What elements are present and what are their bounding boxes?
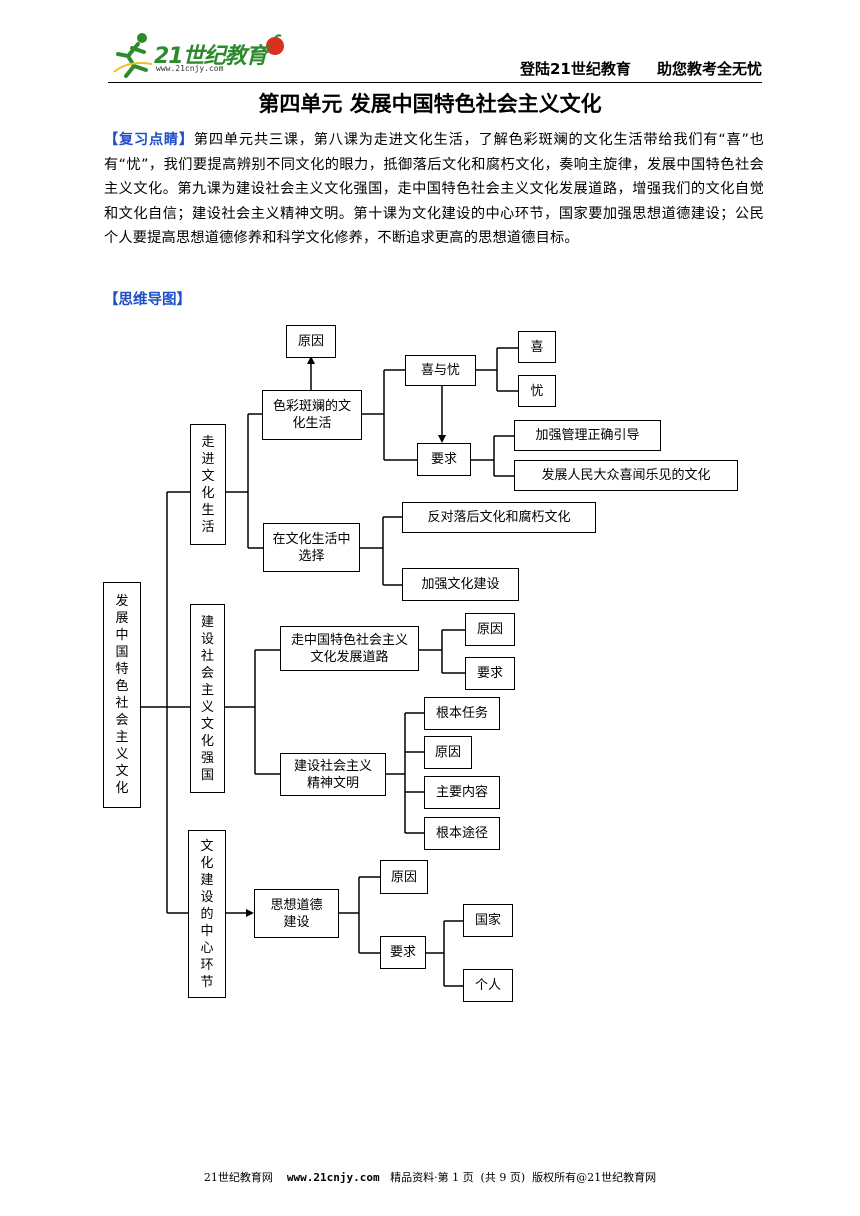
node-req1: 加强管理正确引导 (514, 420, 661, 451)
node-task: 根本任务 (424, 697, 500, 730)
node-unit9: 建设社会主义文化强国 (190, 604, 225, 793)
node-spiritual: 建设社会主义精神文明 (280, 753, 386, 796)
page-footer: 21世纪教育网 www.21cnjy.com 精品资料·第 1 页 (共 9 页… (0, 1169, 860, 1185)
slogan-left: 登陆21世纪教育 (519, 60, 631, 78)
apple-icon (266, 34, 284, 55)
logo-text: 21世纪教育 (154, 44, 268, 69)
footer-url[interactable]: www.21cnjy.com (286, 1171, 380, 1184)
node-joy: 喜 (518, 331, 556, 363)
header-divider (108, 82, 762, 83)
node-country: 国家 (463, 904, 513, 937)
node-oppose: 反对落后文化和腐朽文化 (402, 502, 596, 533)
runner-icon (113, 33, 153, 78)
review-text: 第四单元共三课，第八课为走进文化生活，了解色彩斑斓的文化生活带给我们有“喜”也有… (104, 132, 764, 246)
node-content: 主要内容 (424, 776, 500, 809)
review-paragraph: 【复习点睛】第四单元共三课，第八课为走进文化生活，了解色彩斑斓的文化生活带给我们… (104, 128, 764, 251)
node-root: 发展中国特色社会主义文化 (103, 582, 141, 808)
logo-url: www.21cnjy.com (156, 64, 224, 73)
node-unit8: 走进文化生活 (190, 424, 226, 545)
node-joy-worry: 喜与忧 (405, 355, 476, 386)
node-strengthen: 加强文化建设 (402, 568, 519, 601)
node-colorful-life: 色彩斑斓的文化生活 (262, 390, 362, 440)
node-moral-requirement: 要求 (380, 936, 426, 969)
node-requirement-top: 要求 (417, 443, 471, 476)
node-road-requirement: 要求 (465, 657, 515, 690)
node-choose: 在文化生活中选择 (263, 523, 360, 572)
node-road-reason: 原因 (465, 613, 515, 646)
mindmap-label: 【思维导图】 (104, 292, 191, 308)
node-moral-reason: 原因 (380, 860, 428, 894)
node-road: 走中国特色社会主义文化发展道路 (280, 626, 419, 671)
node-worry: 忧 (518, 375, 556, 407)
node-person: 个人 (463, 969, 513, 1002)
node-unit10: 文化建设的中心环节 (188, 830, 226, 998)
footer-info: 精品资料·第 1 页 (共 9 页) 版权所有@21世纪教育网 (390, 1171, 657, 1184)
footer-site: 21世纪教育网 (203, 1171, 273, 1184)
node-reason-top: 原因 (286, 325, 336, 358)
header-slogan: 登陆21世纪教育 助您教考全无忧 (520, 58, 762, 79)
node-req2: 发展人民大众喜闻乐见的文化 (514, 460, 738, 491)
node-moral: 思想道德建设 (254, 889, 339, 938)
review-label: 【复习点睛】 (104, 132, 194, 148)
page-title: 第四单元 发展中国特色社会主义文化 (258, 91, 602, 116)
node-sp-reason: 原因 (424, 736, 472, 769)
node-path: 根本途径 (424, 817, 500, 850)
slogan-right: 助您教考全无忧 (656, 60, 762, 78)
logo: 21世纪教育 www.21cnjy.com (108, 30, 288, 80)
